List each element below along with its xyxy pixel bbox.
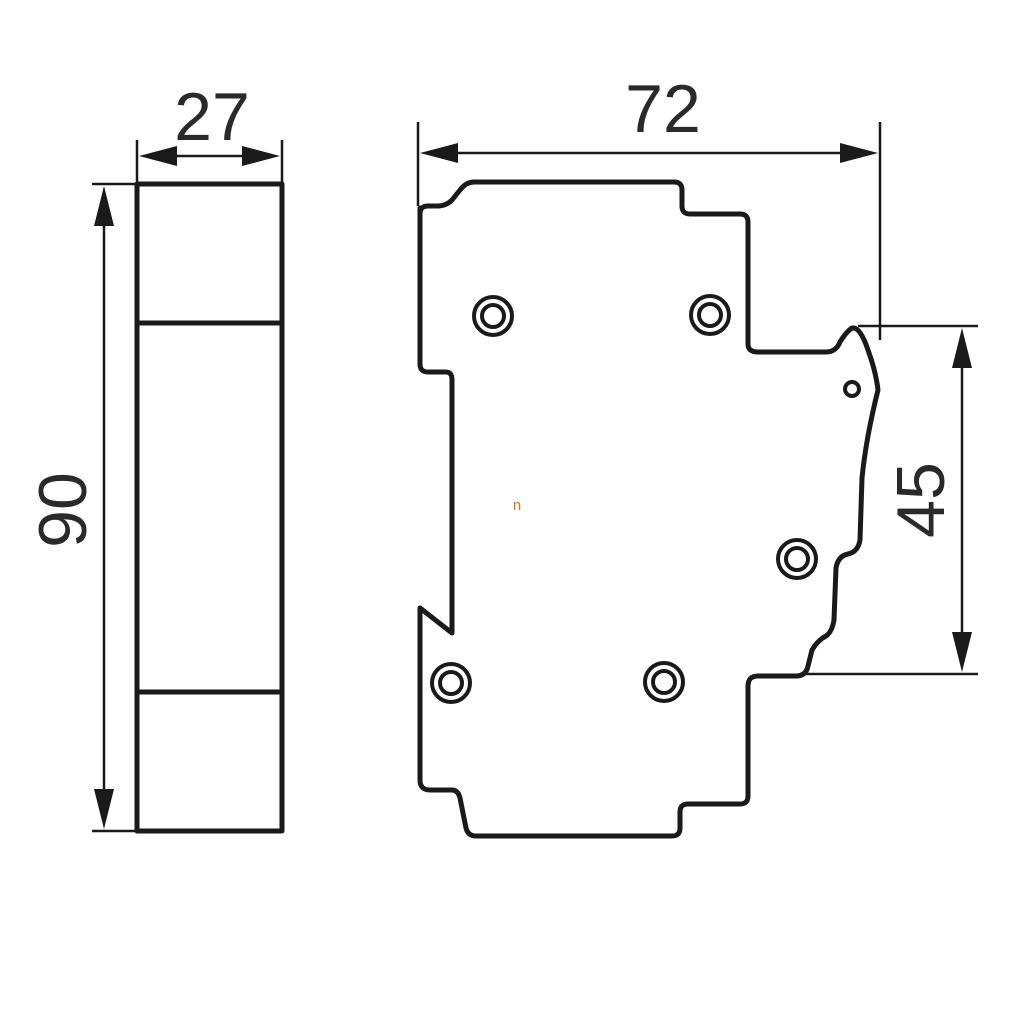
screw-hole xyxy=(472,295,514,337)
screw-hole xyxy=(430,662,472,704)
screw-hole xyxy=(643,661,685,703)
screw-hole xyxy=(689,294,731,336)
side-view: n xyxy=(417,179,881,839)
dimension-label-width-side: 72 xyxy=(625,71,701,147)
arrowhead-left xyxy=(139,146,177,166)
dimension-label-height: 90 xyxy=(25,472,101,548)
arrowhead-left xyxy=(420,143,458,163)
arrowhead-bottom xyxy=(952,632,972,672)
side-view-outline xyxy=(417,179,881,839)
arrowhead-right xyxy=(840,143,878,163)
arrowhead-right xyxy=(242,146,280,166)
dimension-height: 90 xyxy=(25,182,137,833)
dimension-width-side: 72 xyxy=(416,71,882,340)
dimension-mount-height: 45 xyxy=(800,324,978,676)
screw-hole xyxy=(776,538,818,580)
small-hole xyxy=(843,380,861,398)
front-view-body xyxy=(134,181,285,834)
arrowhead-bottom xyxy=(94,789,114,829)
center-marker: n xyxy=(513,497,521,514)
dimension-width-front: 27 xyxy=(135,79,284,184)
dimension-label-width-front: 27 xyxy=(174,79,250,155)
arrowhead-top xyxy=(94,186,114,226)
dimension-label-mount-height: 45 xyxy=(883,462,959,538)
front-view xyxy=(134,181,285,834)
arrowhead-top xyxy=(952,328,972,368)
